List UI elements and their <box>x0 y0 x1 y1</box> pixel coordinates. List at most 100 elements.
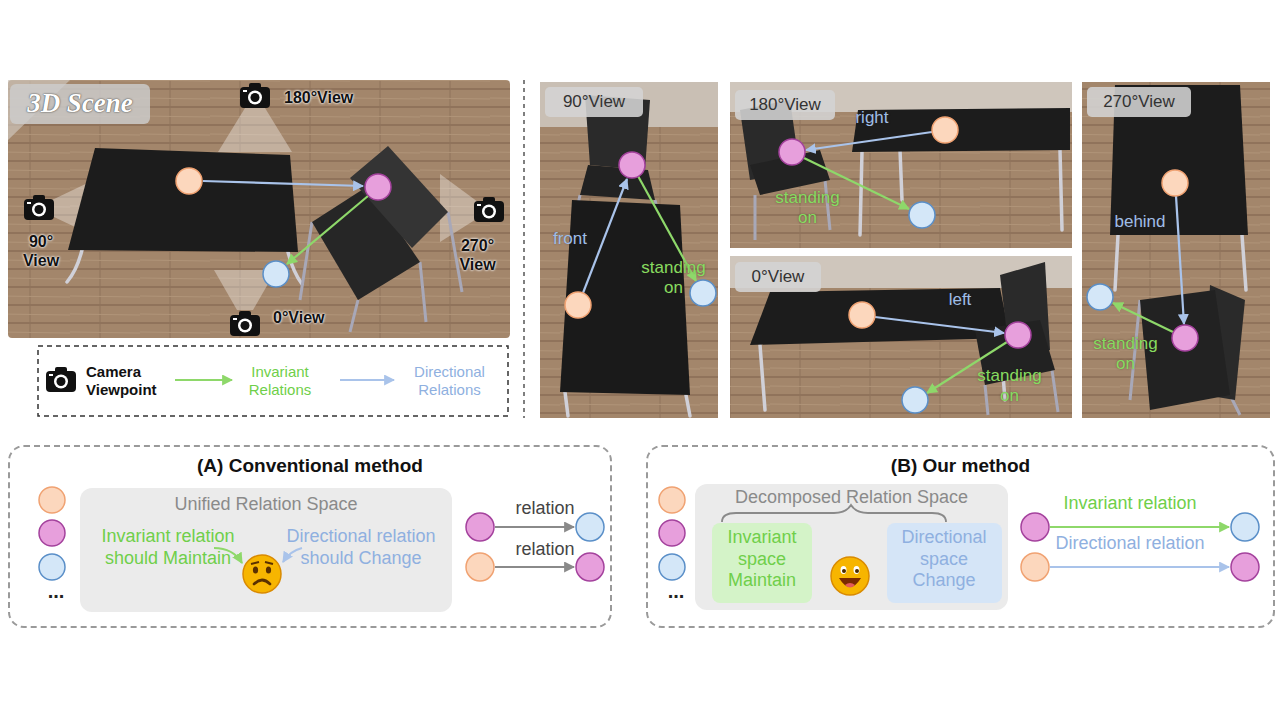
relation-label: behind <box>1105 212 1175 232</box>
svg-circle <box>932 117 958 143</box>
svg-circle <box>466 513 494 541</box>
svg-line <box>287 196 368 264</box>
relation-label: left <box>935 290 985 310</box>
svg-circle <box>779 139 805 165</box>
svg-circle <box>659 520 685 546</box>
svg-circle <box>1231 513 1259 541</box>
svg-line <box>203 181 363 186</box>
svg-circle <box>1005 322 1031 348</box>
node-text: relation <box>505 498 585 520</box>
svg-circle <box>909 202 935 228</box>
svg-line <box>495 526 574 528</box>
svg-line <box>583 179 627 293</box>
node-text: 3D Scene <box>10 87 150 119</box>
node-text: Directional relation should Change <box>272 526 450 569</box>
svg-line <box>806 132 932 150</box>
node-text: Directional space Change <box>894 527 994 592</box>
svg-circle <box>39 554 65 580</box>
scene-3d-image <box>8 80 510 338</box>
svg-circle <box>1087 284 1113 310</box>
legend-text: Camera Viewpoint <box>86 363 176 399</box>
relation-box: Unified Relation SpaceInvariant relation… <box>80 488 452 612</box>
node-text: 270°View <box>1087 92 1191 112</box>
view-0-image <box>730 256 1072 418</box>
svg-path <box>760 338 1005 410</box>
node-text: (B) Our method <box>648 455 1273 478</box>
svg-polygon <box>440 174 478 242</box>
svg-circle <box>902 387 928 413</box>
svg-use <box>240 83 270 108</box>
relation-label: standing on <box>636 258 711 299</box>
relation-box: (A) Conventional method...relationrelati… <box>8 445 612 628</box>
svg-rect <box>1082 82 1270 418</box>
svg-circle <box>39 520 65 546</box>
view-180-image <box>730 82 1072 248</box>
svg-use <box>230 311 260 336</box>
svg-line <box>340 379 394 381</box>
svg-polygon <box>218 108 292 152</box>
view-270-image <box>1082 82 1270 418</box>
svg-circle <box>1021 553 1049 581</box>
node-text: 180°View <box>735 95 835 115</box>
svg-line <box>1050 526 1229 528</box>
relation-label: front <box>540 229 600 249</box>
node-text: 90°View <box>545 92 643 112</box>
relation-label: standing on <box>1088 334 1163 375</box>
svg-circle <box>39 487 65 513</box>
legend-text: Invariant Relations <box>240 363 320 399</box>
svg-path <box>67 250 82 282</box>
legend-box <box>38 346 508 416</box>
svg-line <box>1113 303 1173 332</box>
svg-polygon <box>750 288 1010 345</box>
svg-rect <box>38 346 508 416</box>
legend-text: Directional Relations <box>402 363 497 399</box>
svg-circle <box>849 302 875 328</box>
svg-circle <box>576 553 604 581</box>
relation-label: 0°View <box>273 308 353 327</box>
svg-polygon <box>350 146 448 248</box>
svg-circle <box>365 174 391 200</box>
svg-circle <box>659 487 685 513</box>
svg-line <box>495 566 574 568</box>
svg-circle <box>659 554 685 580</box>
svg-use <box>474 197 504 222</box>
panel-b-graphics <box>659 487 1259 595</box>
svg-path <box>565 392 690 416</box>
svg-circle <box>576 513 604 541</box>
svg-circle <box>1162 170 1188 196</box>
svg-circle <box>1172 325 1198 351</box>
svg-rect <box>540 127 718 418</box>
relation-label: right <box>842 108 902 128</box>
svg-circle <box>263 261 289 287</box>
relation-label: standing on <box>770 188 845 229</box>
svg-use <box>46 367 76 392</box>
svg-circle <box>619 152 645 178</box>
relation-box: Invariant space Maintain <box>712 523 812 603</box>
svg-line <box>1176 196 1184 324</box>
svg-circle <box>1231 553 1259 581</box>
view-tag: 3D Scene <box>10 84 150 124</box>
node-text: Unified Relation Space <box>80 494 452 516</box>
view-tag: 180°View <box>735 90 835 120</box>
svg-circle <box>565 292 591 318</box>
svg-circle <box>1021 513 1049 541</box>
svg-line <box>875 317 1004 333</box>
divider-line <box>523 80 525 418</box>
view-tag: 0°View <box>735 262 821 292</box>
svg-use <box>24 195 54 220</box>
relation-box: Decomposed Relation SpaceInvariant space… <box>695 484 1008 610</box>
relation-box: Directional space Change <box>887 523 1002 603</box>
relation-label: standing on <box>972 366 1047 407</box>
node-text: (A) Conventional method <box>10 455 610 478</box>
relation-label: 180°View <box>284 88 384 107</box>
relation-box: (B) Our method...Invariant relationDirec… <box>646 445 1275 628</box>
svg-circle <box>690 280 716 306</box>
svg-circle <box>176 168 202 194</box>
svg-circle <box>466 553 494 581</box>
view-tag: 90°View <box>545 87 643 117</box>
node-text: relation <box>505 539 585 561</box>
node-text: Decomposed Relation Space <box>695 487 1008 509</box>
relation-label: 90° View <box>16 232 66 270</box>
node-text: Invariant space Maintain <box>717 527 807 592</box>
